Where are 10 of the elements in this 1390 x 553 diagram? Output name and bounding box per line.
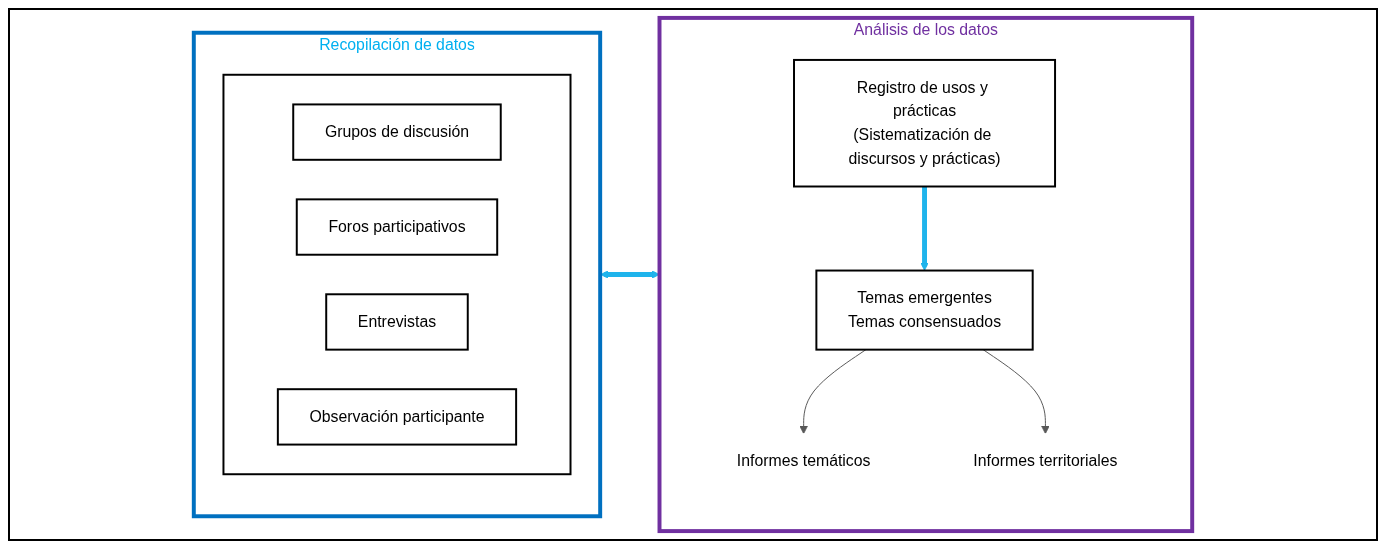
node-text: Informes territoriales [973, 452, 1118, 470]
cluster [222, 73, 572, 476]
node-box: Observación participante [276, 388, 518, 446]
node-text: Informes temáticos [736, 452, 871, 470]
node-box: Temas emergentes Temas consensuados [815, 269, 1034, 351]
arrow [920, 186, 929, 271]
node-box: Foros participativos [295, 198, 499, 256]
node-box: Registro de usos y prácticas (Sistematización de discursos y prácticas) [793, 58, 1057, 188]
node-box: Grupos de discusión [292, 103, 502, 161]
node-box: Entrevistas [325, 293, 469, 351]
